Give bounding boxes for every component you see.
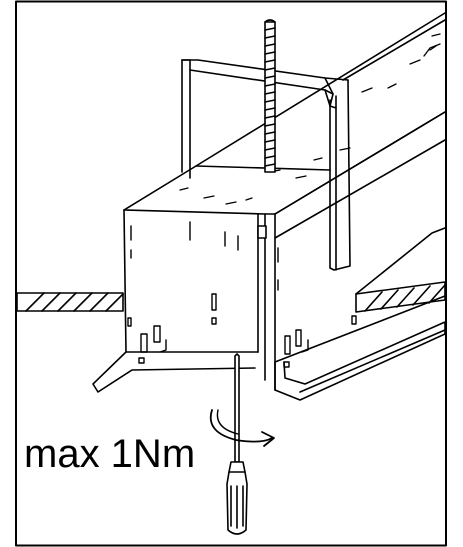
screwdriver-icon [226, 353, 248, 535]
clamp-bracket-icon [181, 59, 351, 271]
ceiling-hatch-icon [16, 227, 446, 313]
rotation-arrow-icon [209, 409, 275, 447]
diagram-border [15, 0, 447, 547]
channel-profile [92, 12, 446, 401]
wall-slots [127, 221, 357, 368]
threaded-rod-icon [257, 19, 276, 239]
top-slots [179, 33, 441, 205]
torque-label: max 1Nm [24, 432, 196, 476]
